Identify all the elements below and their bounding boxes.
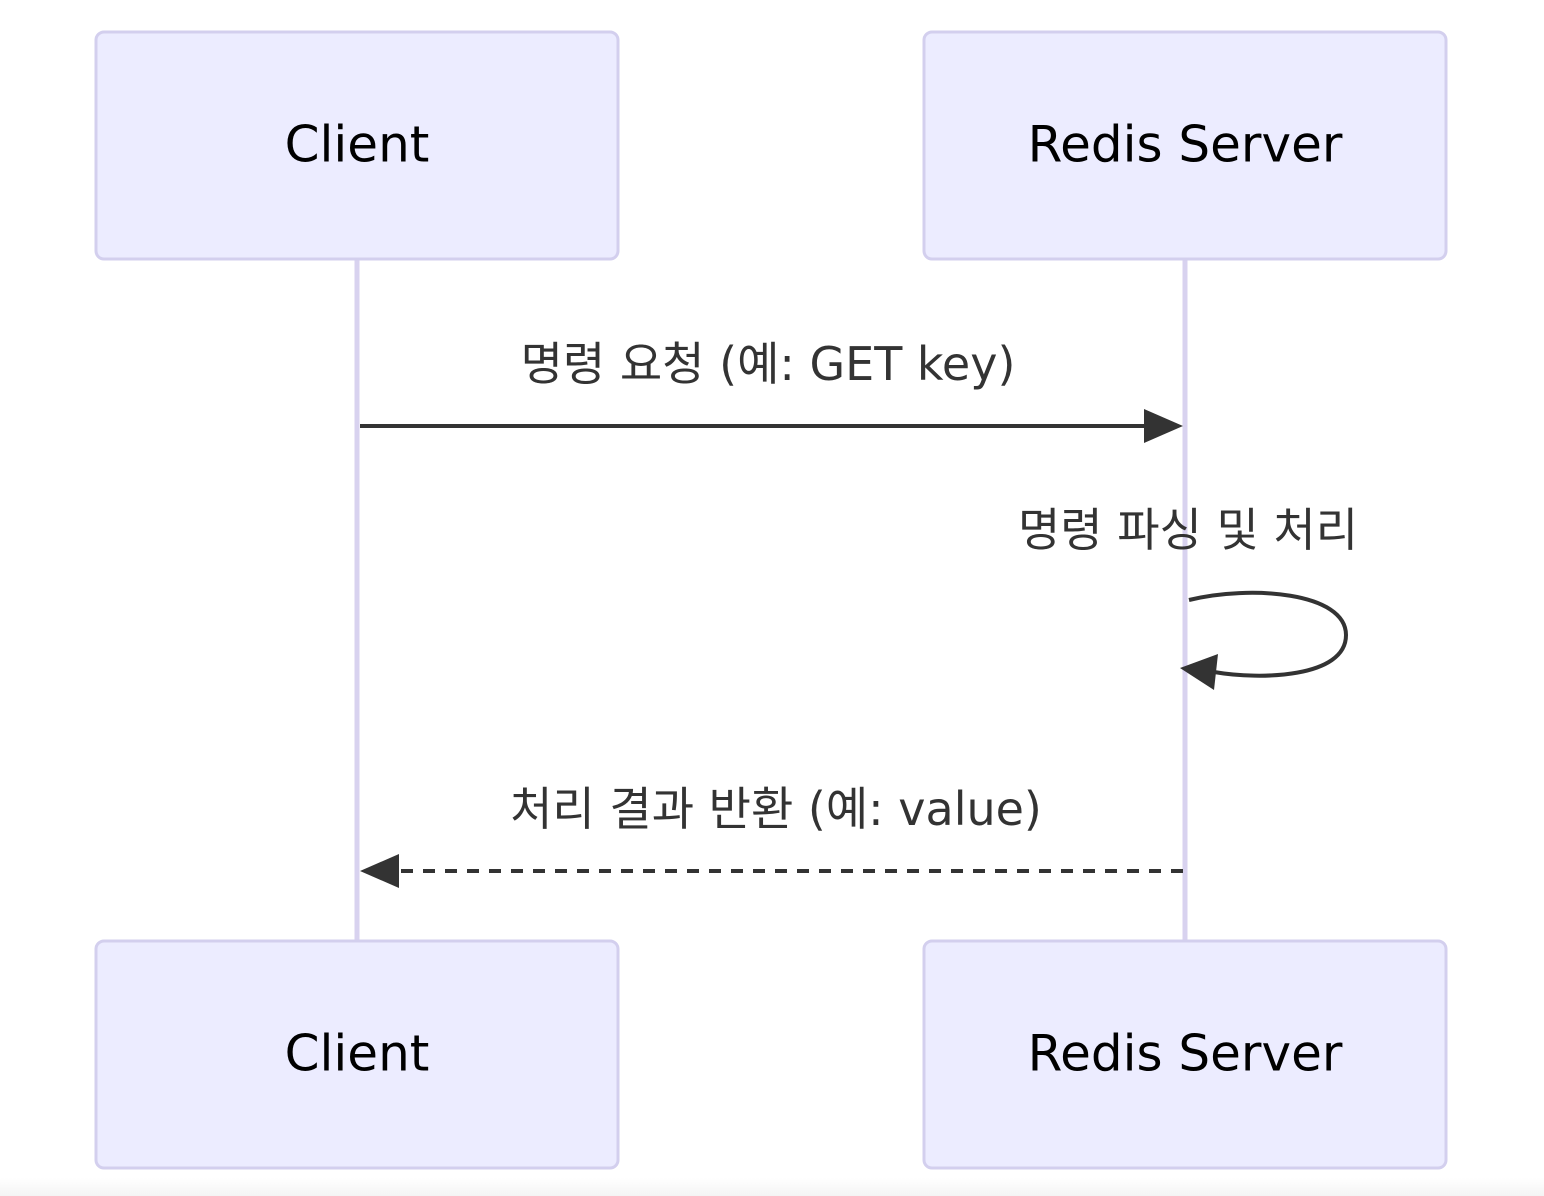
actor-redis-server-top-label: Redis Server	[1028, 116, 1343, 174]
actor-client-bottom: Client	[94, 939, 620, 1170]
actor-redis-server-bottom-label: Redis Server	[1028, 1025, 1343, 1083]
actor-redis-server-bottom: Redis Server	[922, 939, 1448, 1170]
message-response-arrowhead	[360, 854, 399, 888]
message-response-label: 처리 결과 반환 (예: value)	[510, 782, 1042, 836]
message-request-label: 명령 요청 (예: GET key)	[521, 337, 1016, 391]
actor-client-top: Client	[94, 30, 620, 261]
actor-client-bottom-label: Client	[285, 1025, 430, 1083]
message-self-process-arrowhead	[1180, 654, 1218, 690]
message-self-process-label: 명령 파싱 및 처리	[1018, 503, 1358, 557]
actor-client-top-label: Client	[285, 116, 430, 174]
message-request-arrowhead	[1144, 409, 1183, 443]
message-response: 처리 결과 반환 (예: value)	[360, 782, 1183, 888]
actor-redis-server-top: Redis Server	[922, 30, 1448, 261]
message-self-process: 명령 파싱 및 처리	[1018, 503, 1358, 690]
message-self-process-loop	[1188, 590, 1349, 678]
page-bottom-edge	[0, 1178, 1544, 1196]
message-request: 명령 요청 (예: GET key)	[360, 337, 1183, 443]
